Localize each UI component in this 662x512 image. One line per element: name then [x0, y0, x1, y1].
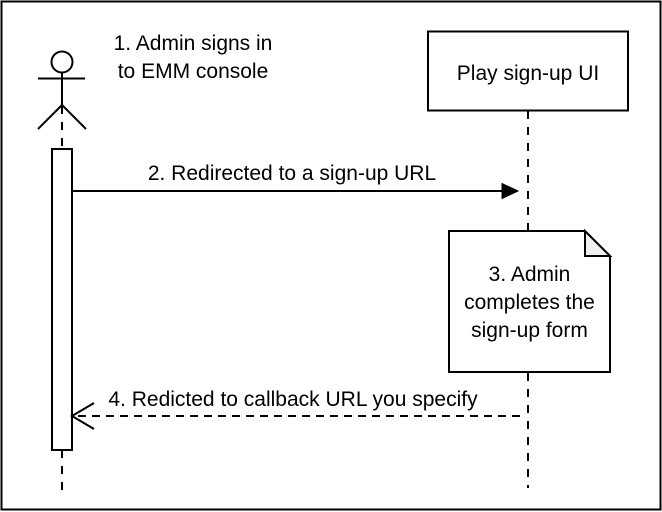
admin-label-line2: to EMM console — [118, 60, 269, 83]
message-signup-redirect: 2. Redirected to a sign-up URL — [72, 162, 520, 200]
admin-activation-bar — [51, 148, 73, 451]
note-fold-corner-icon — [584, 228, 613, 257]
signup-redirect-arrowhead-icon — [501, 182, 520, 200]
note-text-line2: completes the — [464, 291, 595, 314]
actor-head — [50, 50, 74, 74]
note-body — [448, 230, 611, 373]
note-text-line1: 3. Admin — [489, 263, 571, 286]
callback-redirect-open-arrowhead-icon — [70, 402, 95, 430]
note-text-line3: sign-up form — [471, 319, 588, 342]
actor-icon — [37, 50, 87, 130]
admin-label-line1: 1. Admin signs in — [114, 32, 273, 55]
actor-leg-right — [61, 104, 87, 130]
message-callback-redirect: 4. Redicted to callback URL you specify — [70, 388, 521, 430]
note-admin-completes-form: 3. Admin completes the sign-up form — [448, 228, 613, 373]
actor-leg-left — [37, 104, 63, 130]
signup-redirect-label: 2. Redirected to a sign-up URL — [148, 162, 436, 185]
callback-redirect-label: 4. Redicted to callback URL you specify — [108, 388, 478, 411]
play-signup-ui-box — [427, 30, 629, 112]
play-signup-ui-label: Play sign-up UI — [457, 62, 599, 85]
